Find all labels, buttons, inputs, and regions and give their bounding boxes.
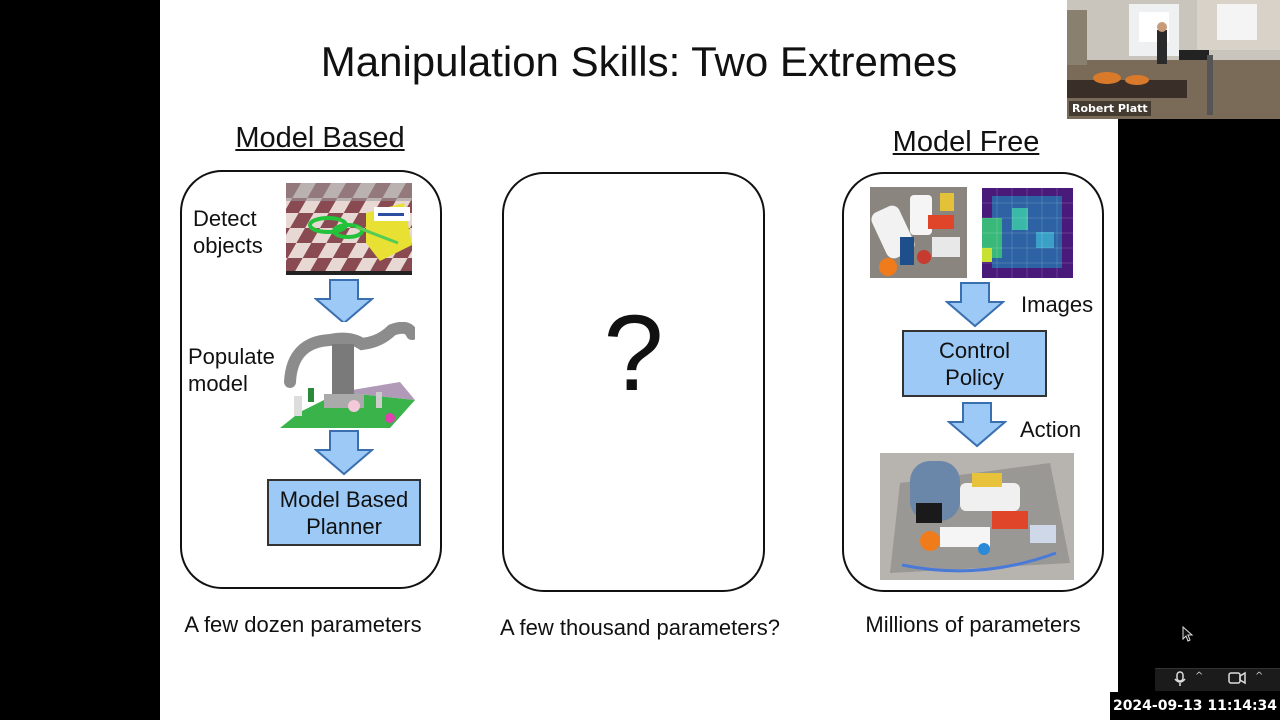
middle-panel <box>502 172 765 592</box>
object-pile-image <box>870 187 967 278</box>
detect-objects-label: Detect objects <box>193 205 263 259</box>
question-mark: ? <box>603 292 664 413</box>
populate-model-line-2: model <box>188 371 248 396</box>
recording-timestamp: 2024-09-13 11:14:34 <box>1110 692 1280 720</box>
video-options-chevron-icon[interactable]: ^ <box>1255 671 1264 682</box>
action-label: Action <box>1020 417 1082 442</box>
control-policy-box: Control Policy <box>902 330 1047 397</box>
meeting-controls-bar: ^ ^ <box>1155 668 1280 691</box>
detect-objects-line-2: objects <box>193 233 263 258</box>
planner-box-line-1: Model Based <box>279 486 409 512</box>
slide-title: Manipulation Skills: Two Extremes <box>320 38 958 85</box>
mic-options-chevron-icon[interactable]: ^ <box>1195 671 1204 682</box>
video-camera-icon[interactable] <box>1228 671 1246 689</box>
model-based-caption: A few dozen parameters <box>184 612 422 637</box>
model-free-heading: Model Free <box>892 126 1040 158</box>
robot-model-image <box>280 322 415 428</box>
planner-box-line-2: Planner <box>306 513 382 539</box>
mouse-cursor-icon <box>1182 626 1194 642</box>
down-arrow-icon <box>314 279 374 325</box>
policy-box-line-2: Policy <box>945 364 1004 390</box>
detect-objects-line-1: Detect <box>193 206 257 231</box>
microphone-icon[interactable] <box>1173 671 1187 691</box>
populate-model-line-1: Populate <box>188 344 275 369</box>
presentation-slide: Manipulation Skills: Two Extremes Model … <box>160 0 1118 720</box>
down-arrow-icon <box>314 430 374 476</box>
model-based-planner-box: Model Based Planner <box>267 479 421 546</box>
robot-bin-image <box>880 453 1074 580</box>
speaker-webcam-thumbnail[interactable]: Robert Platt <box>1067 0 1280 119</box>
webcam-video-feed <box>1067 0 1280 119</box>
object-detection-image <box>286 183 412 275</box>
images-label: Images <box>1021 292 1094 317</box>
heatmap-image <box>982 188 1073 278</box>
model-free-caption: Millions of parameters <box>865 612 1081 637</box>
down-arrow-icon <box>947 402 1007 448</box>
down-arrow-icon <box>945 282 1005 328</box>
policy-box-line-1: Control <box>939 337 1010 363</box>
model-based-heading: Model Based <box>235 122 405 154</box>
middle-caption: A few thousand parameters? <box>499 615 781 640</box>
webcam-name-label: Robert Platt <box>1069 101 1151 116</box>
populate-model-label: Populate model <box>188 343 275 397</box>
